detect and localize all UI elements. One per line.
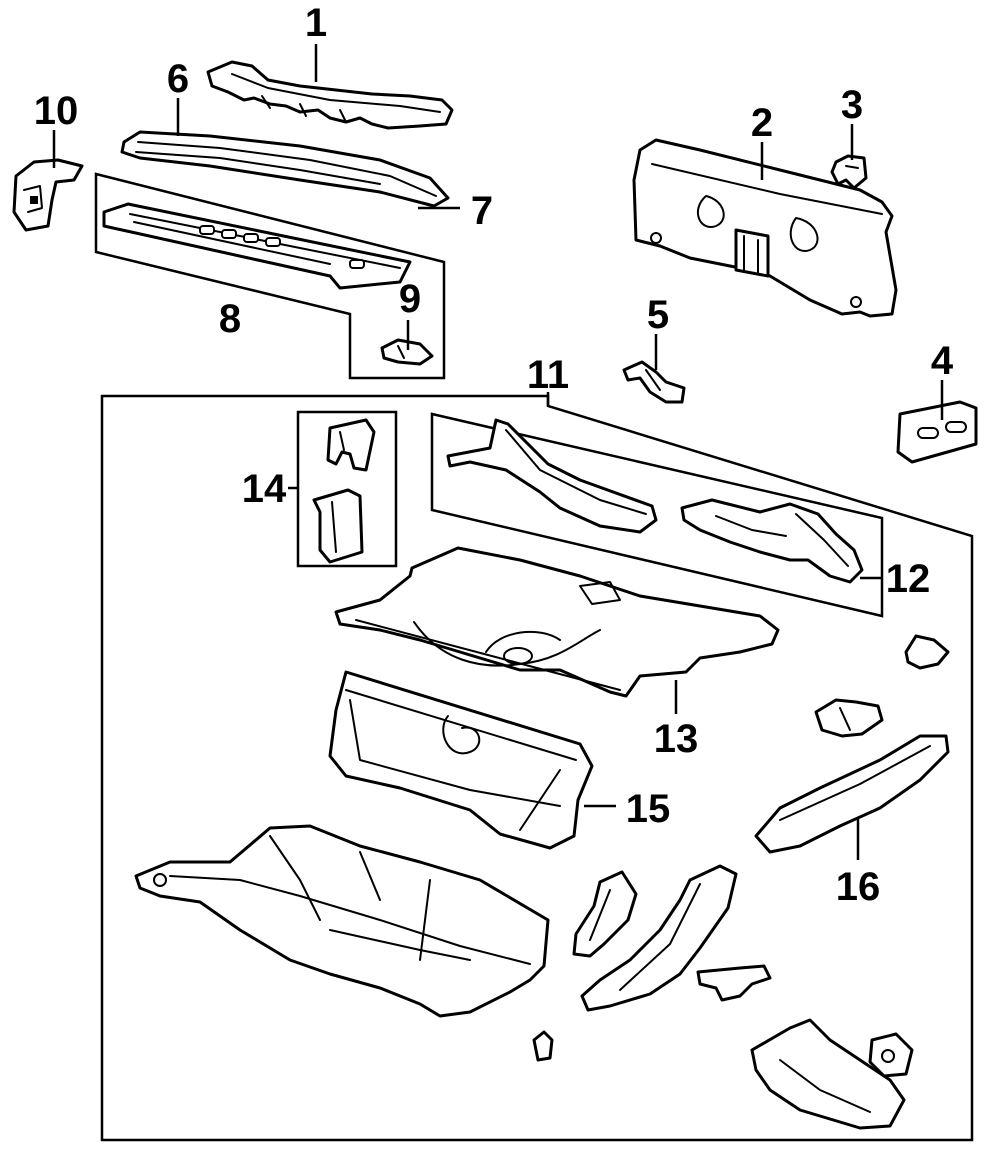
part-floor-pan-front — [134, 824, 550, 1018]
callout-4: 4 — [931, 339, 954, 383]
callout-7: 7 — [471, 189, 493, 233]
part-floor-piece-lower-right — [750, 1018, 914, 1130]
part-floor-rail-center-a — [572, 870, 638, 958]
part-11-floor-rail-left — [446, 418, 658, 534]
callout-12: 12 — [886, 557, 931, 601]
part-15-seat-back-panel — [328, 670, 594, 850]
callout-8: 8 — [219, 297, 241, 341]
callout-9: 9 — [399, 277, 421, 321]
part-12-floor-rail-right — [680, 498, 864, 584]
callout-13: 13 — [654, 717, 699, 761]
part-14-pillar-pieces — [312, 418, 376, 564]
callout-3: 3 — [841, 83, 863, 127]
group-frame-12 — [430, 412, 884, 618]
part-10-bracket — [12, 158, 84, 232]
leader-lines — [52, 44, 944, 860]
callout-15: 15 — [626, 787, 671, 831]
part-8-cowl-vent-panel — [102, 202, 412, 290]
callout-1: 1 — [305, 1, 327, 45]
part-5-bracket — [622, 360, 686, 404]
part-small-clip-bottom — [532, 1030, 554, 1062]
callout-11: 11 — [527, 353, 569, 397]
part-2-dash-panel-upper — [632, 138, 898, 318]
part-bracket-lower — [696, 964, 772, 1002]
part-3-clip — [830, 154, 868, 190]
callout-labels: 1 2 3 4 5 6 7 8 9 10 11 12 13 14 15 16 — [34, 1, 954, 909]
part-bracket-right-b — [814, 698, 884, 738]
part-1-cowl-reinforcement — [206, 60, 454, 130]
part-floor-rail-center-b — [580, 864, 738, 1012]
part-16-rail-extension — [754, 734, 950, 854]
part-9-clip — [380, 338, 434, 366]
callout-6: 6 — [167, 57, 189, 101]
callout-10: 10 — [34, 89, 79, 133]
callout-14: 14 — [242, 467, 287, 511]
part-bracket-right-a — [904, 634, 950, 670]
callout-5: 5 — [647, 293, 669, 337]
part-6-cowl-panel — [120, 130, 450, 208]
part-4-plate — [896, 400, 978, 464]
callout-16: 16 — [836, 865, 881, 909]
callout-2: 2 — [751, 101, 773, 145]
group-frame-8-9 — [94, 172, 446, 380]
part-13-rear-floor-pan — [334, 546, 780, 698]
